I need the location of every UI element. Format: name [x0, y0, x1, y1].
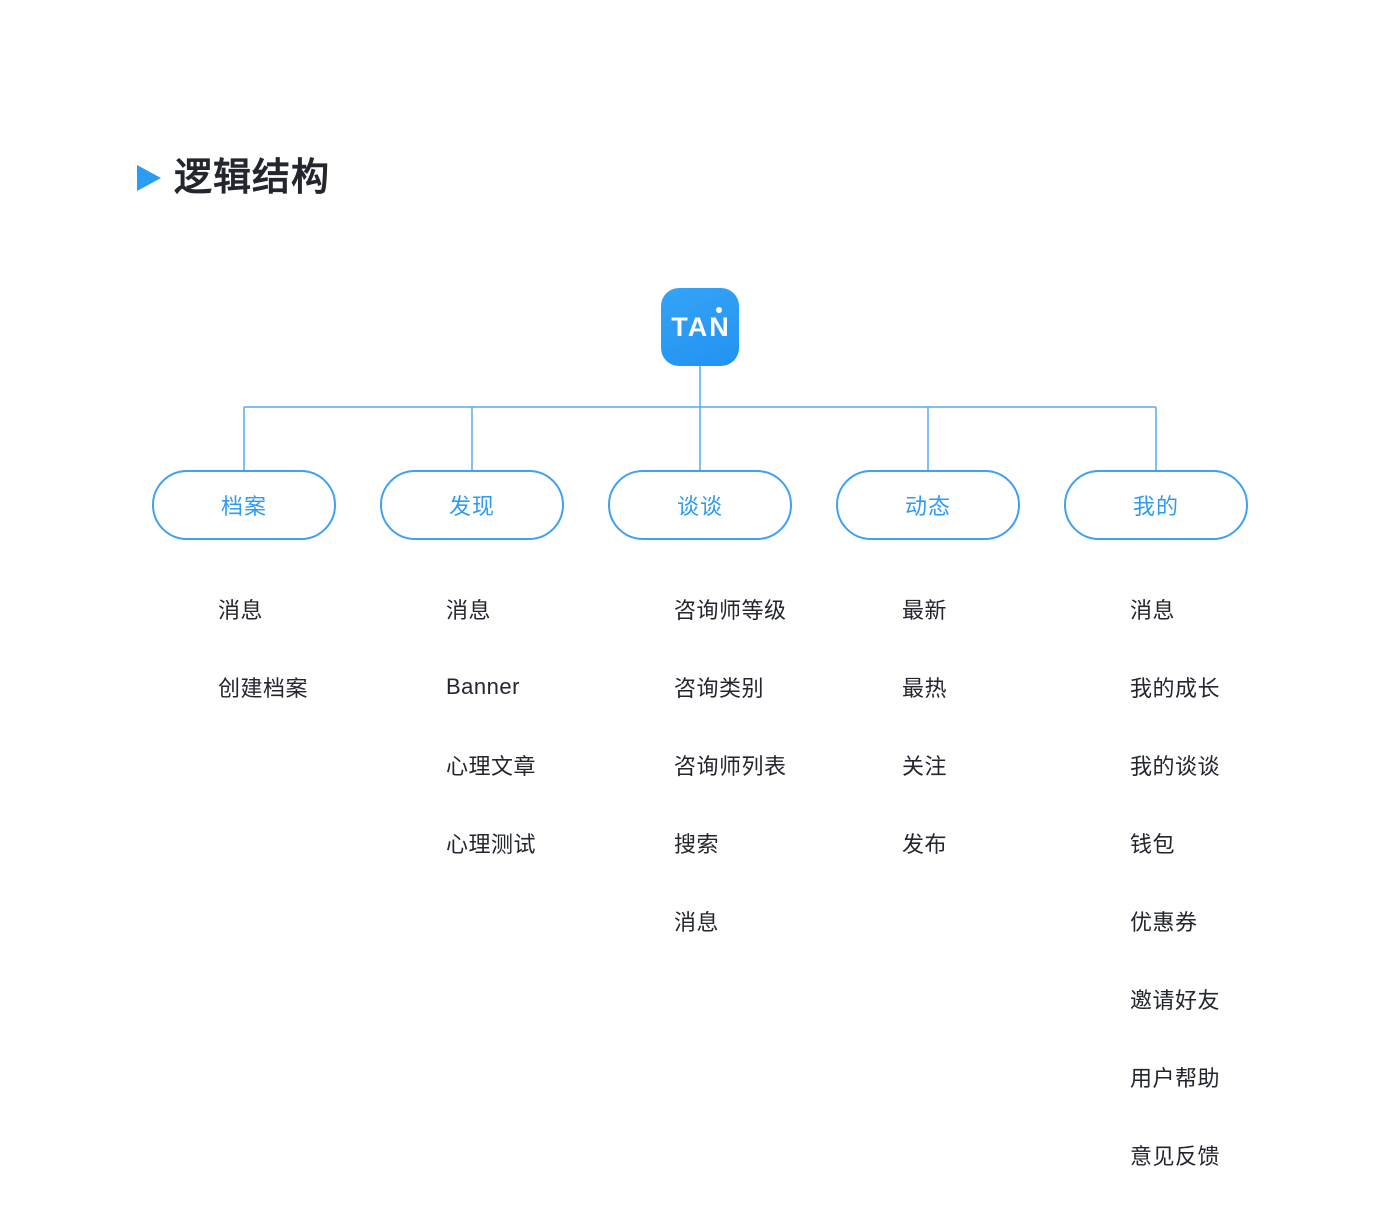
branch-items: 消息 Banner 心理文章心理测试 — [358, 570, 586, 882]
branch-item-tantan-2: 咨询师列表 — [674, 754, 787, 779]
branch-item-wode-4: 优惠券 — [1130, 910, 1198, 935]
branch-item-dongtai-0: 最新 — [902, 598, 948, 623]
branch-items: 最新最热关注发布 — [814, 570, 1042, 882]
branch-item-wode-0: 消息 — [1130, 598, 1176, 623]
branch-item-wode-3: 钱包 — [1130, 832, 1176, 857]
branch-item-faxian-2: 心理文章 — [446, 754, 537, 779]
branch-pill-tantan: 谈谈 — [608, 470, 792, 540]
branch-item-faxian-3: 心理测试 — [446, 832, 537, 857]
branch-item-wode-7: 意见反馈 — [1130, 1144, 1221, 1169]
branch-items: 咨询师等级咨询类别咨询师列表搜索消息 — [586, 570, 814, 960]
branch-item-dongtai-2: 关注 — [902, 754, 948, 779]
tan-logo-text: TAN — [671, 311, 731, 342]
branch-pill-label: 谈谈 — [676, 494, 723, 519]
branch-column-faxian: 发现 消息 Banner 心理文章心理测试 — [358, 470, 586, 1194]
branch-pill-dangan: 档案 — [152, 470, 336, 540]
branch-column-wode: 我的 消息我的成长我的谈谈钱包优惠券邀请好友用户帮助意见反馈 — [1042, 470, 1270, 1194]
tan-app-logo-icon: TAN — [661, 288, 739, 366]
branch-item-dongtai-1: 最热 — [902, 676, 948, 701]
branch-item-faxian-1: Banner — [446, 674, 520, 699]
branch-item-faxian-0: 消息 — [446, 598, 492, 623]
branch-item-dangan-0: 消息 — [218, 598, 264, 623]
branch-pill-wode: 我的 — [1064, 470, 1248, 540]
branch-item-wode-1: 我的成长 — [1130, 676, 1221, 701]
branch-items: 消息创建档案 — [130, 570, 358, 726]
branch-item-wode-2: 我的谈谈 — [1130, 754, 1221, 779]
branch-item-tantan-0: 咨询师等级 — [674, 598, 787, 623]
section-title-row: 逻辑结构 — [137, 156, 330, 200]
play-triangle-icon — [137, 165, 161, 191]
branch-pill-label: 动态 — [904, 494, 951, 519]
branch-pill-label: 发现 — [448, 494, 495, 519]
branch-item-tantan-4: 消息 — [674, 910, 720, 935]
branch-pill-faxian: 发现 — [380, 470, 564, 540]
branch-column-dangan: 档案 消息创建档案 — [130, 470, 358, 1194]
branch-pill-dongtai: 动态 — [836, 470, 1020, 540]
branch-item-dongtai-3: 发布 — [902, 832, 948, 857]
tan-logo-dot — [716, 307, 722, 313]
branch-item-wode-5: 邀请好友 — [1130, 988, 1221, 1013]
branch-item-tantan-1: 咨询类别 — [674, 676, 765, 701]
branch-pill-label: 档案 — [220, 494, 267, 519]
branch-item-dangan-1: 创建档案 — [218, 676, 309, 701]
branch-column-tantan: 谈谈 咨询师等级咨询类别咨询师列表搜索消息 — [586, 470, 814, 1194]
branch-pill-label: 我的 — [1132, 494, 1179, 519]
branch-column-dongtai: 动态 最新最热关注发布 — [814, 470, 1042, 1194]
branch-item-wode-6: 用户帮助 — [1130, 1066, 1221, 1091]
page-title: 逻辑结构 — [174, 157, 331, 199]
branch-item-tantan-3: 搜索 — [674, 832, 720, 857]
branch-items: 消息我的成长我的谈谈钱包优惠券邀请好友用户帮助意见反馈 — [1042, 570, 1270, 1194]
